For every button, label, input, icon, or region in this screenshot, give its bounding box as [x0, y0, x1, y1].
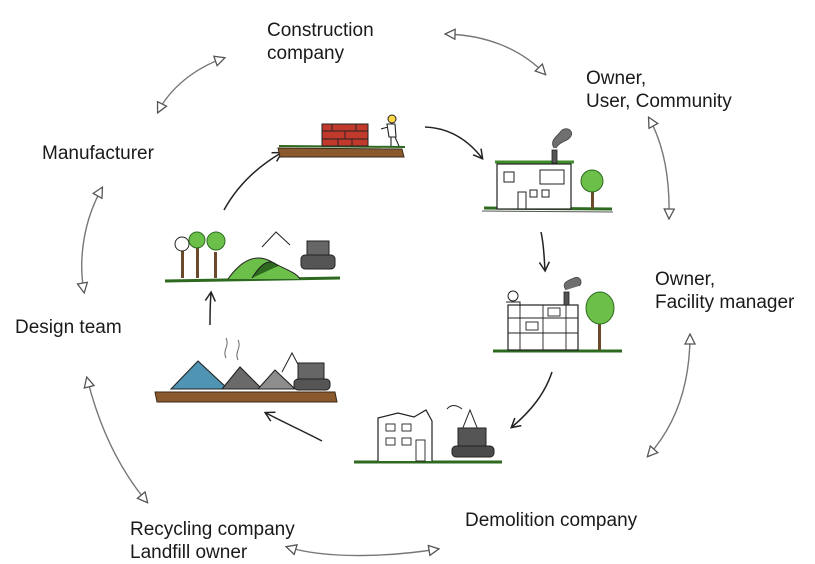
flow-recycling-to-materials — [204, 290, 217, 326]
label-construction-line2: company — [267, 43, 345, 64]
arrow-demolition-recycling — [287, 547, 438, 556]
label-owner-user-line2: User, Community — [586, 91, 732, 112]
label-owner-user-community: Owner, User, Community — [586, 67, 732, 113]
flow-operation-to-maintenance — [538, 231, 551, 273]
label-demolition-company: Demolition company — [465, 509, 637, 532]
label-design-team: Design team — [15, 316, 122, 339]
arrow-owner-facility — [649, 118, 669, 218]
label-manufacturer-line1: Manufacturer — [42, 143, 154, 164]
green-roof-building-icon — [481, 128, 614, 213]
arrow-design-manufacturer — [82, 188, 102, 292]
bricklaying-worker-icon — [277, 114, 406, 158]
label-manufacturer: Manufacturer — [42, 142, 154, 165]
arrow-manufacturer-construction — [158, 58, 224, 112]
building-renovation-icon — [493, 276, 622, 353]
label-design-line1: Design team — [15, 317, 122, 338]
label-construction-company: Construction company — [267, 19, 374, 65]
arrow-recycling-design — [87, 378, 147, 502]
label-construction-line1: Construction — [267, 20, 374, 41]
label-recycling-landfill: Recycling company Landfill owner — [130, 518, 295, 564]
label-recycling-line2: Landfill owner — [130, 542, 248, 563]
label-demolition-line1: Demolition company — [465, 510, 638, 531]
label-recycling-line1: Recycling company — [130, 519, 295, 540]
building-demolition-icon — [354, 405, 502, 464]
label-owner-user-line1: Owner, — [586, 68, 647, 89]
label-owner-facility-line1: Owner, — [655, 269, 716, 290]
flow-materials-to-construction — [223, 151, 284, 211]
label-owner-facility-line2: Facility manager — [655, 292, 795, 313]
waste-heaps-icon — [154, 337, 338, 403]
stakeholder-ring-arrows — [82, 34, 690, 556]
lifecycle-flow-arrows — [204, 126, 553, 442]
flow-maintenance-to-demolition — [510, 371, 553, 429]
forest-quarry-icon — [164, 231, 341, 283]
flow-demolition-to-recycling — [263, 411, 323, 442]
arrow-facility-demolition — [648, 335, 690, 456]
arrow-construction-owner — [446, 34, 545, 74]
flow-construction-to-operation — [424, 126, 484, 161]
label-owner-facility-manager: Owner, Facility manager — [655, 268, 794, 314]
